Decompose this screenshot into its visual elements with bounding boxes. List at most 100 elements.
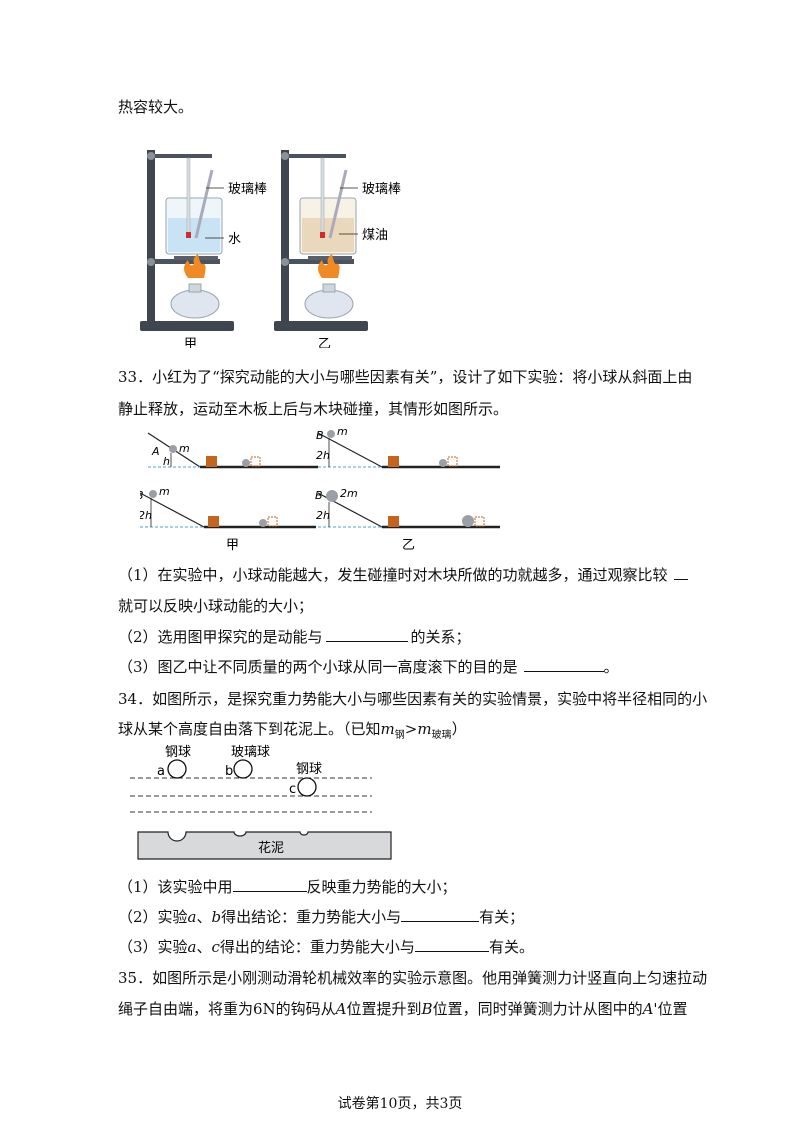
ball-c-label: 钢球 bbox=[296, 762, 322, 777]
caption-left: 甲 bbox=[226, 538, 239, 553]
q33-line2: 静止释放，运动至木板上后与木块碰撞，其情形如图所示。 bbox=[118, 400, 509, 418]
q34-line1: 34．如图所示，是探究重力势能大小与哪些因素有关的实验情景，实验中将半径相同的小 bbox=[118, 690, 708, 708]
label-a: A bbox=[151, 445, 160, 458]
var-a: a bbox=[187, 938, 197, 956]
ball-a-label: 钢球 bbox=[165, 745, 191, 760]
var-a: a bbox=[187, 908, 197, 926]
ring-knob bbox=[147, 258, 155, 266]
q34-sub2-tail: 有关； bbox=[479, 908, 525, 926]
q33-sub2-tail: 的关系； bbox=[410, 628, 471, 646]
q35-line2-mid1: 位置提升到 bbox=[346, 1000, 422, 1018]
q35-line1: 35．如图所示是小刚测动滑轮机械效率的实验示意图。他用弹簧测力计竖直向上匀速拉动 bbox=[118, 969, 708, 987]
ball bbox=[149, 490, 157, 498]
clamp-knob bbox=[281, 152, 289, 160]
rod-label-right: 玻璃棒 bbox=[362, 182, 401, 197]
label-m: m bbox=[337, 425, 348, 438]
answer-blank[interactable] bbox=[232, 877, 307, 892]
greater-than: > bbox=[404, 720, 418, 738]
answer-blank[interactable] bbox=[325, 627, 408, 642]
ball-b bbox=[233, 759, 253, 779]
caption-right: 乙 bbox=[318, 337, 331, 348]
label-2h: 2h bbox=[316, 509, 330, 522]
m-glass: m bbox=[417, 720, 432, 738]
ring-arm bbox=[282, 259, 354, 264]
q34-sub3-tail: 有关。 bbox=[488, 938, 534, 956]
alcohol-lamp bbox=[304, 289, 354, 319]
label-b: B bbox=[316, 429, 324, 442]
m-glass-sub: 玻璃 bbox=[431, 730, 452, 741]
answer-blank[interactable] bbox=[673, 565, 688, 580]
lamp-neck bbox=[322, 283, 336, 293]
q34-line2-text: 球从某个高度自由落下到花泥上。（已知 bbox=[118, 720, 381, 738]
label-h: h bbox=[163, 455, 170, 468]
label-b: B bbox=[140, 489, 144, 502]
block-final bbox=[447, 456, 458, 467]
q33-sub2: （2）选用图甲探究的是动能与 的关系； bbox=[118, 626, 471, 648]
intro-fragment: 热容较大。 bbox=[118, 98, 194, 116]
pos-a: A bbox=[335, 1000, 347, 1018]
ball-a bbox=[167, 759, 187, 779]
thermometer-bulb bbox=[320, 232, 325, 238]
q35-line2-tail: 位置 bbox=[657, 1000, 688, 1018]
flame bbox=[184, 254, 206, 278]
page-footer: 试卷第10页，共3页 bbox=[337, 1096, 463, 1112]
var-b: b bbox=[211, 908, 222, 926]
pos-b: B bbox=[421, 1000, 433, 1018]
block-final bbox=[267, 516, 278, 527]
caption-left: 甲 bbox=[184, 337, 197, 348]
m-steel-sub: 钢 bbox=[394, 730, 405, 741]
flame bbox=[318, 254, 340, 278]
clamp-knob bbox=[147, 152, 155, 160]
ball-final bbox=[462, 515, 474, 527]
answer-blank[interactable] bbox=[523, 657, 604, 672]
alcohol-lamp bbox=[170, 289, 220, 319]
ball-final bbox=[259, 519, 267, 527]
label-2h: 2h bbox=[140, 509, 152, 522]
q34-sub1-tail: 反映重力势能的大小； bbox=[306, 878, 457, 896]
flower-mud bbox=[137, 831, 392, 860]
q35-line2-mid2: 位置，同时弹簧测力计从图中的 bbox=[432, 1000, 643, 1018]
q34-sub2-mid: 得出结论：重力势能大小与 bbox=[221, 908, 402, 926]
setup-bottom-left: B m 2h bbox=[140, 485, 316, 529]
wood-block bbox=[388, 516, 399, 527]
q34-sub3-text: （3）实验 bbox=[118, 938, 188, 956]
wood-block bbox=[208, 516, 219, 527]
q34-sub3-mid: 得出的结论：重力势能大小与 bbox=[219, 938, 415, 956]
q34-sub2: （2）实验a、b得出结论：重力势能大小与有关； bbox=[118, 906, 524, 928]
ring-knob bbox=[281, 258, 289, 266]
q33-sub1: （1）在实验中，小球动能越大，发生碰撞时对木块所做的功就越多，通过观察比较 bbox=[118, 564, 688, 586]
label-b: B bbox=[315, 489, 323, 502]
stand-rod bbox=[147, 150, 155, 326]
label-m: m bbox=[159, 485, 170, 498]
letter-a: a bbox=[157, 764, 165, 779]
q33-sub3-tail: 。 bbox=[603, 658, 619, 676]
apparatus-left: 玻璃棒 水 甲 bbox=[140, 150, 267, 348]
pos-a-prime: A' bbox=[642, 1000, 658, 1018]
stand-rod bbox=[281, 150, 289, 326]
glass-rod bbox=[328, 169, 348, 239]
thermometer bbox=[320, 157, 325, 237]
label-2m: 2m bbox=[340, 487, 358, 500]
q33-sub2-text: （2）选用图甲探究的是动能与 bbox=[118, 628, 323, 646]
liquid-label-left: 水 bbox=[228, 232, 241, 247]
glass-rod bbox=[194, 169, 214, 239]
ball bbox=[327, 430, 335, 438]
q34-line2: 球从某个高度自由落下到花泥上。（已知m钢>m玻璃） bbox=[118, 718, 467, 747]
q33-line1: 33．小红为了“探究动能的大小与哪些因素有关”，设计了如下实验：将小球从斜面上由 bbox=[118, 368, 693, 386]
q33-sub3: （3）图乙中让不同质量的两个小球从同一高度滚下的目的是 。 bbox=[118, 656, 619, 678]
setup-bottom-right: B 2m 2h bbox=[315, 487, 500, 529]
caption-right: 乙 bbox=[402, 538, 415, 553]
q34-sub1: （1）该实验中用 反映重力势能的大小； bbox=[118, 876, 457, 898]
thermometer bbox=[186, 157, 191, 237]
answer-blank[interactable] bbox=[414, 937, 489, 952]
q34-sub1-text: （1）该实验中用 bbox=[118, 878, 233, 896]
wood-block bbox=[206, 456, 217, 467]
m-steel: m bbox=[380, 720, 395, 738]
q35-line2-text: 绳子自由端，将重为6N的钩码从 bbox=[118, 1000, 336, 1018]
block-final bbox=[474, 516, 485, 527]
ball-large bbox=[326, 490, 338, 502]
setup-top-left: A m h bbox=[147, 432, 318, 469]
q33-sub3-text: （3）图乙中让不同质量的两个小球从同一高度滚下的目的是 bbox=[118, 658, 518, 676]
answer-blank[interactable] bbox=[401, 907, 480, 922]
ball-final bbox=[439, 459, 447, 467]
